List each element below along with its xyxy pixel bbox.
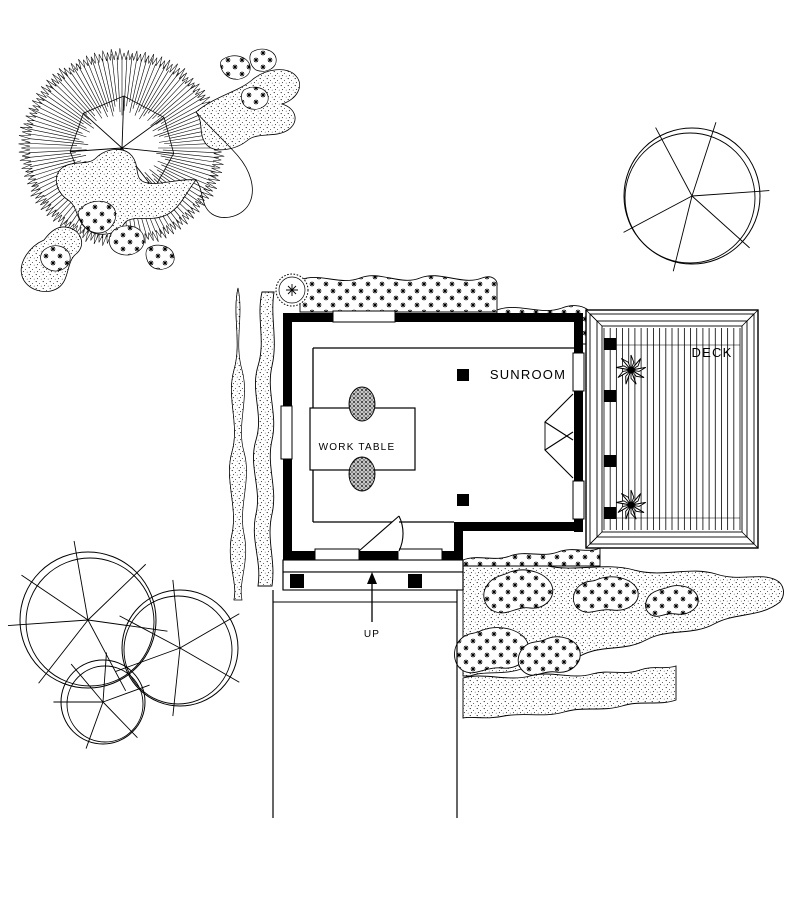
deck-ledger-blocks	[604, 338, 616, 519]
stair-pier-east	[408, 574, 422, 588]
label-work-table: WORK TABLE	[319, 442, 396, 453]
deck-planks	[603, 328, 741, 530]
sunroom-window-south	[572, 480, 585, 520]
south-window-east	[397, 548, 443, 562]
interior-furnishings	[309, 369, 469, 506]
french-doors	[544, 393, 574, 479]
label-up: UP	[364, 629, 380, 640]
sunroom-window-north	[572, 352, 585, 392]
bed-south-edge	[462, 547, 601, 567]
bed-west	[229, 287, 275, 601]
deck-structure	[585, 309, 759, 549]
tree-southwest-cluster	[7, 540, 240, 749]
column-north	[457, 369, 469, 381]
south-window-west	[314, 548, 360, 562]
tree-northeast	[623, 122, 770, 272]
entry-door	[358, 515, 404, 552]
building-shell	[283, 313, 583, 560]
west-window	[280, 405, 293, 460]
bed-northwest	[20, 48, 300, 292]
shrub-corner-northwest	[275, 273, 309, 307]
up-arrow-icon	[367, 572, 377, 622]
basin-south	[348, 456, 376, 492]
deck-planter-south	[616, 489, 647, 520]
bed-southeast	[454, 562, 784, 719]
entry-walkway	[272, 590, 458, 818]
stair-pier-west	[290, 574, 304, 588]
north-window	[332, 310, 396, 323]
deck-planter-north	[616, 354, 647, 385]
basin-north	[348, 386, 376, 422]
openings	[280, 310, 585, 562]
label-sunroom: SUNROOM	[490, 367, 566, 382]
asterisk-icon	[286, 284, 298, 296]
column-south	[457, 494, 469, 506]
label-deck: DECK	[692, 345, 733, 360]
bed-north	[299, 275, 498, 313]
